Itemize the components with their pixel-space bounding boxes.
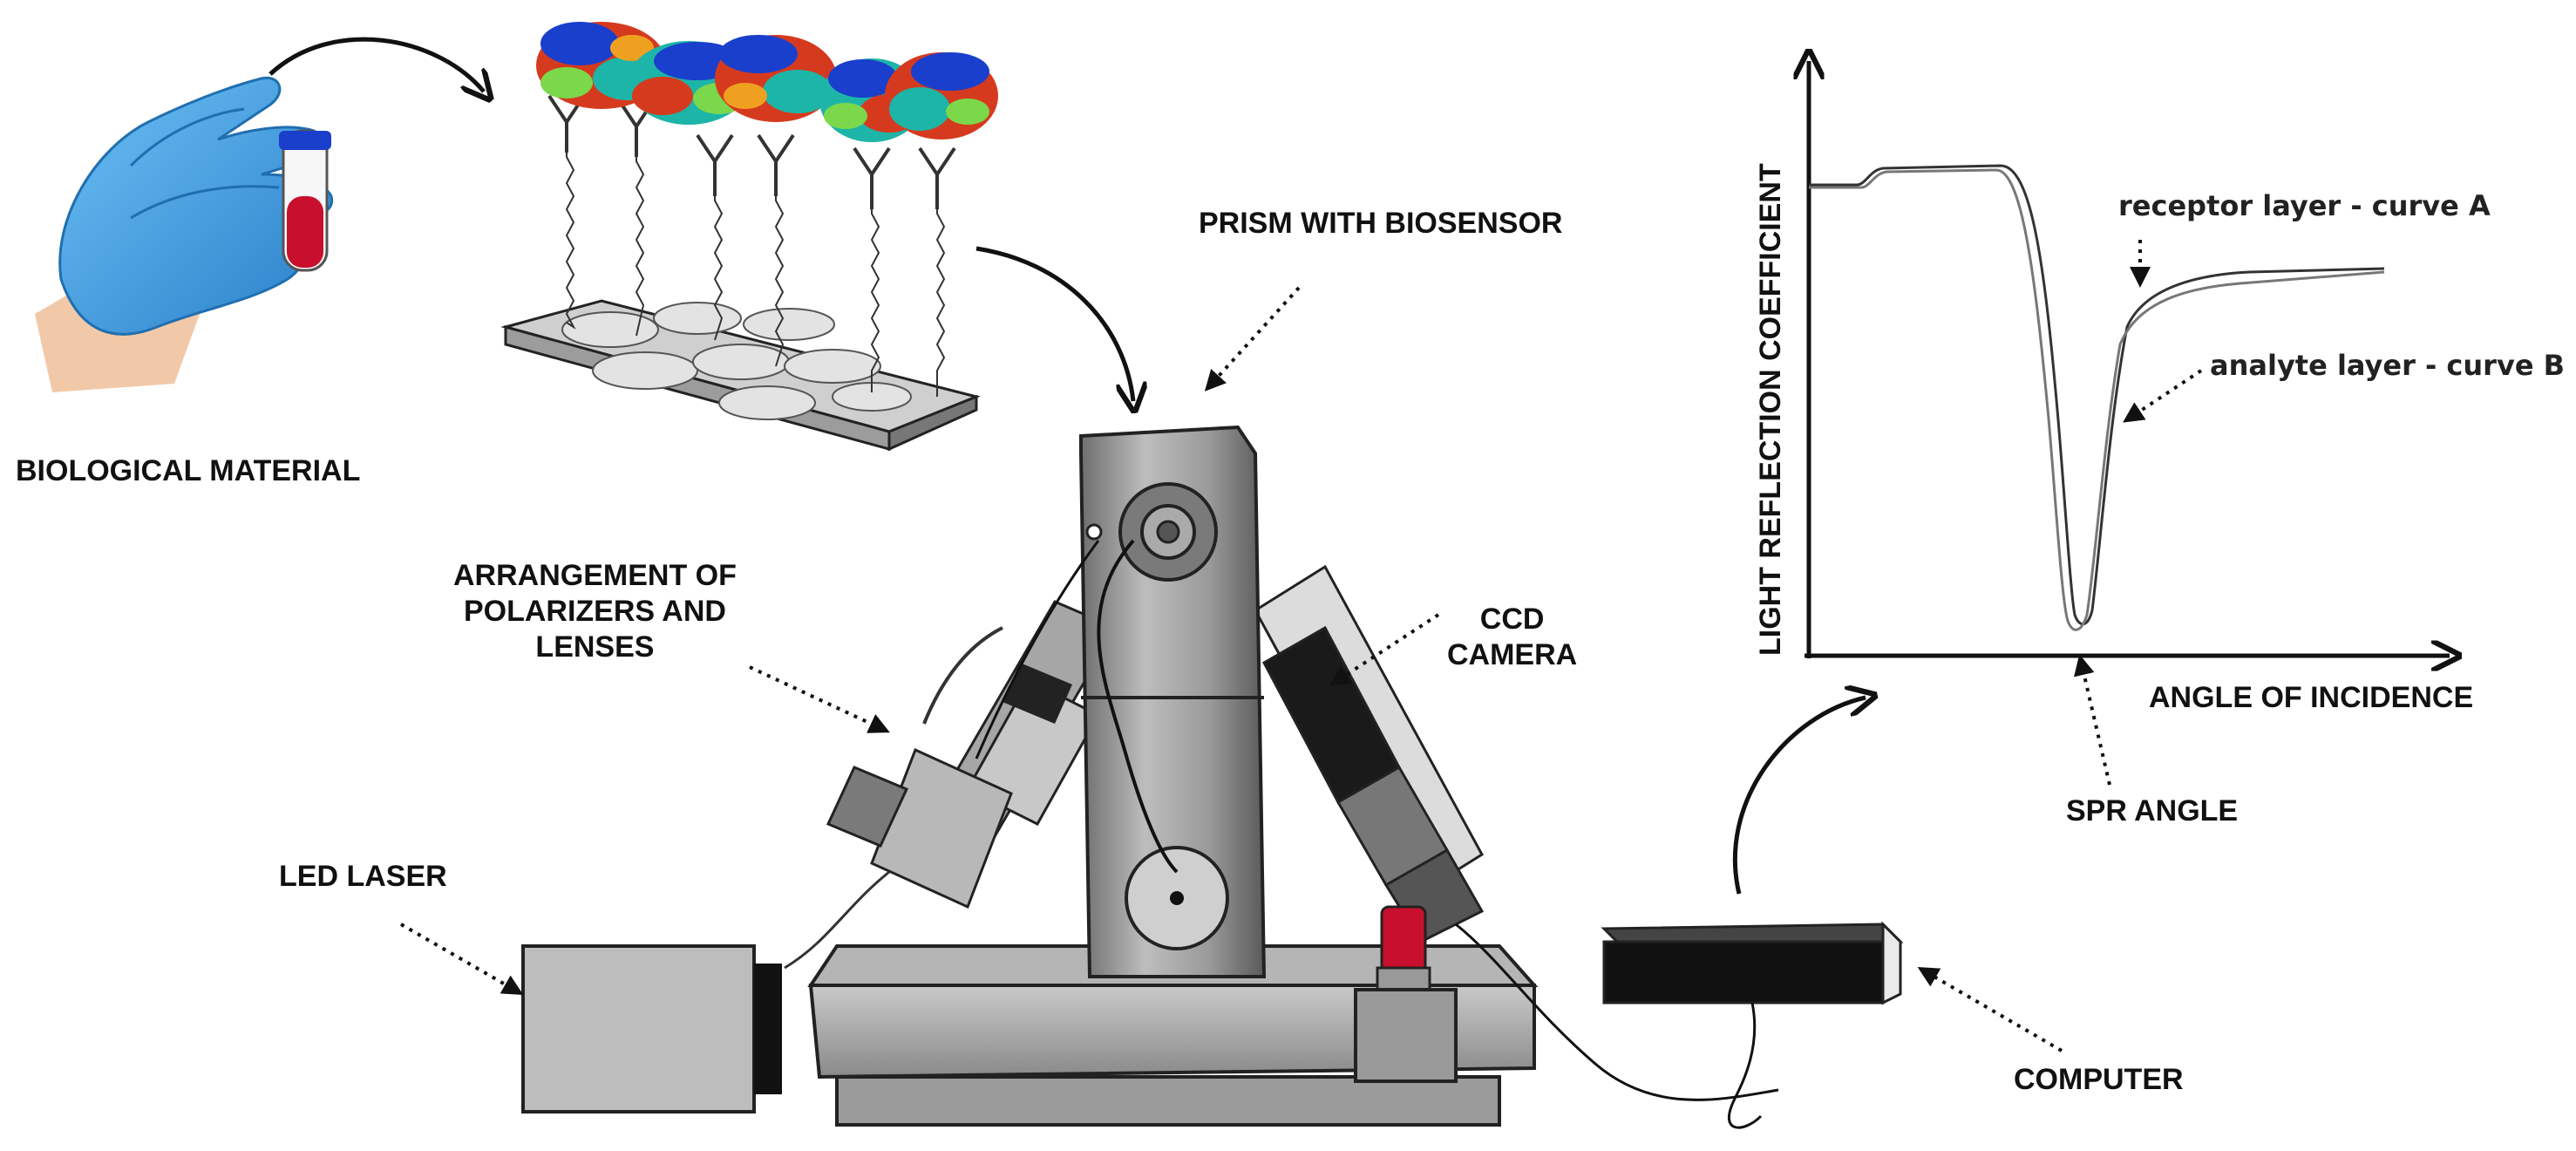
curve-a — [1809, 164, 2385, 626]
ccd-pointer — [1329, 613, 1440, 686]
ccd-camera-label: CCD CAMERA — [1447, 602, 1577, 673]
chart-y-axis-label: LIGHT REFLECTION COEFFICIENT — [1754, 163, 1787, 656]
spr-angle-label: SPR ANGLE — [2066, 794, 2239, 827]
prism-pointer — [1204, 286, 1301, 392]
led-laser-label: LED LASER — [279, 860, 447, 893]
curve-a-label: receptor layer - curve A — [2118, 189, 2491, 222]
computer-box — [1601, 921, 1904, 1129]
chart-x-axis-label: ANGLE OF INCIDENCE — [2149, 681, 2474, 714]
spr-instrument — [807, 425, 1779, 1127]
flow-arrow-3 — [1732, 698, 1866, 895]
biological-material-label: BIOLOGICAL MATERIAL — [16, 454, 361, 487]
laser-pointer — [400, 923, 524, 995]
arrangement-label-line-1: ARRANGEMENT OF — [453, 559, 737, 592]
ccd-camera-label-line-2: CAMERA — [1447, 637, 1578, 671]
biosensor-chip-icon — [500, 299, 981, 452]
arrangement-label-line-2: POLARIZERS AND — [463, 594, 726, 628]
prism-with-biosensor-label: PRISM WITH BIOSENSOR — [1199, 207, 1563, 240]
led-laser-box — [521, 870, 890, 1114]
flow-arrow-1 — [268, 37, 484, 92]
gloved-hand-icon — [35, 76, 334, 392]
linker-chains — [565, 153, 946, 397]
curve-b-label: analyte layer - curve B — [2210, 349, 2566, 382]
computer-label: COMPUTER — [2014, 1063, 2184, 1096]
flow-arrow-2 — [975, 246, 1133, 401]
arrangement-label-line-3: LENSES — [535, 630, 655, 664]
arrangement-pointer — [749, 665, 890, 733]
spr-chart — [1805, 61, 2450, 786]
curve-b-pointer — [2122, 369, 2203, 423]
computer-pointer — [1917, 966, 2063, 1052]
ccd-camera-label-line-1: CCD — [1479, 603, 1545, 636]
curve-b — [1809, 168, 2385, 631]
arrangement-label: ARRANGEMENT OF POLARIZERS AND LENSES — [453, 558, 737, 664]
protein-cluster-icons — [536, 22, 998, 142]
spr-angle-pointer — [2074, 654, 2111, 786]
sample-tube-icon — [279, 129, 331, 272]
